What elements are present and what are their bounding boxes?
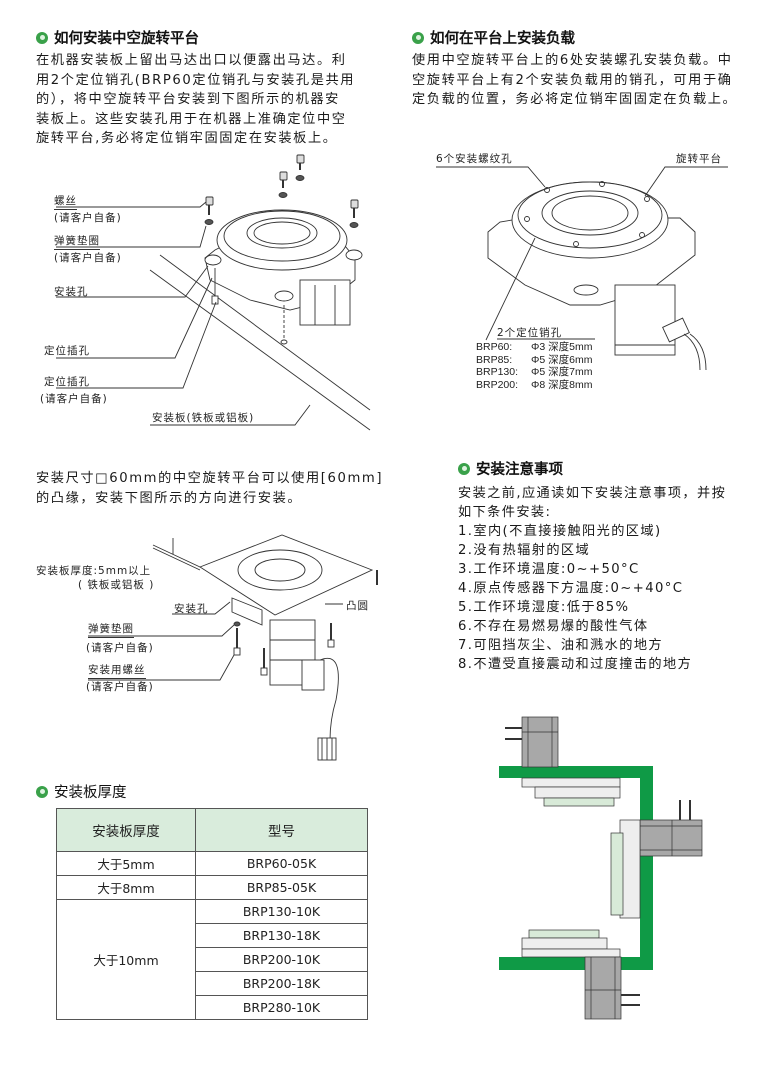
label-mounting-hole: 安装孔: [54, 286, 89, 298]
table-header-row: 安装板厚度 型号: [56, 808, 368, 852]
label-spring-washer-note: (请客户自备): [86, 642, 154, 654]
paragraph-line: 空旋转平台上有2个安装负载用的销孔，可用于确: [412, 72, 733, 88]
pin-spec-model: BRP60:: [476, 341, 513, 353]
label-spring-washer: 弹簧垫圈: [54, 233, 100, 250]
paragraph-line: 装板上。这些安装孔用于在机器上准确定位中空: [36, 111, 347, 127]
label-spring-washer-note: (请客户自备): [54, 252, 122, 264]
section-bullet-icon: [412, 31, 424, 44]
pin-spec-row: BRP130: Φ5 深度7mm: [476, 366, 592, 379]
flange-install-paragraph: 安装尺寸□60mm的中空旋转平台可以使用[60mm] 的凸缘，安装下图所示的方向…: [36, 469, 396, 508]
paragraph-line: 的凸缘，安装下图所示的方向进行安装。: [36, 490, 303, 506]
cell-model: BRP130-10K: [195, 899, 368, 924]
label-mounting-plate: 安装板(铁板或铝板): [152, 412, 255, 424]
pin-spec-model: BRP130:: [476, 366, 519, 378]
pin-spec-value: Φ5 深度7mm: [531, 366, 593, 378]
label-locating-pin-note: (请客户自备): [40, 393, 108, 405]
label-plate-thickness: 安装板厚度:5mm以上: [36, 565, 152, 577]
precautions-intro: 如下条件安装:: [458, 505, 552, 520]
label-threaded-holes: 6个安装螺纹孔: [436, 153, 513, 165]
precaution-item: 2.没有热辐射的区域: [458, 543, 591, 558]
precaution-item: 7.可阻挡灰尘、油和溅水的地方: [458, 638, 664, 653]
table-row: BRP130-18K: [57, 923, 368, 948]
table-row: 大于10mm BRP130-10K: [56, 899, 368, 1020]
precaution-item: 3.工作环境温度:0~+50°C: [458, 562, 640, 577]
cell-thickness: 大于10mm: [56, 899, 196, 1020]
precaution-item: 6.不存在易燃易爆的酸性气体: [458, 619, 649, 634]
label-pin-holes: 2个定位销孔: [497, 327, 563, 339]
section-title-text: 安装板厚度: [54, 785, 127, 801]
precaution-item: 5.工作环境湿度:低于85%: [458, 600, 630, 615]
pin-spec-model: BRP85:: [476, 353, 513, 366]
pin-spec-model: BRP200:: [476, 378, 519, 391]
precautions-intro: 安装之前,应通读如下安装注意事项，并按: [458, 486, 727, 501]
cell-model: BRP130-18K: [195, 923, 368, 948]
section-title-install-load: 如何在平台上安装负载: [412, 27, 575, 48]
pin-spec-row: BRP85: Φ5 深度6mm: [476, 354, 592, 367]
paragraph-line: 用2个定位销孔(BRP60定位销孔与安装孔是共用: [36, 72, 356, 88]
precautions-list: 安装之前,应通读如下安装注意事项，并按 如下条件安装: 1.室内(不直接接触阳光…: [458, 484, 778, 674]
label-rotary-table: 旋转平台: [676, 153, 722, 165]
label-locating-pin: 定位插孔: [44, 376, 90, 388]
section-title-install-platform: 如何安装中空旋转平台: [36, 27, 199, 48]
label-mounting-screw: 安装用螺丝: [88, 662, 146, 679]
precaution-item: 4.原点传感器下方温度:0~+40°C: [458, 581, 684, 596]
paragraph-line: 使用中空旋转平台上的6处安装螺孔安装负载。中: [412, 53, 733, 68]
table-row: 大于5mm BRP60-05K: [56, 851, 368, 876]
pin-spec-value: Φ8 深度8mm: [531, 378, 593, 391]
cell-model: BRP85-05K: [195, 875, 368, 900]
cell-thickness: 大于5mm: [56, 851, 196, 876]
paragraph-line: 的），将中空旋转平台安装到下图所示的机器安: [36, 92, 340, 107]
label-screw: 螺丝: [54, 193, 77, 210]
paragraph-line: 在机器安装板上留出马达出口以便露出马达。利: [36, 53, 347, 68]
table-row: BRP280-10K: [57, 995, 368, 1020]
section-title-text: 安装注意事项: [476, 462, 563, 478]
cell-model: BRP200-18K: [195, 971, 368, 996]
pin-spec-row: BRP200: Φ8 深度8mm: [476, 379, 592, 392]
cell-model: BRP60-05K: [195, 851, 368, 876]
pin-spec-list: BRP60: Φ3 深度5mm BRP85: Φ5 深度6mm BRP130: Φ5 …: [476, 341, 592, 391]
label-screw-note: (请客户自备): [54, 212, 122, 224]
section-bullet-icon: [458, 462, 470, 475]
cell-thickness: 大于8mm: [56, 875, 196, 900]
label-boss: 凸圆: [346, 600, 369, 612]
label-mounting-screw-note: (请客户自备): [86, 681, 154, 693]
precaution-item: 8.不遭受直接震动和过度撞击的地方: [458, 657, 693, 672]
cell-model: BRP200-10K: [195, 947, 368, 972]
section-title-plate-thickness: 安装板厚度: [36, 781, 127, 802]
paragraph-line: 安装尺寸□60mm的中空旋转平台可以使用[60mm]: [36, 471, 384, 486]
section-bullet-icon: [36, 31, 48, 44]
label-locating-hole: 定位插孔: [44, 345, 90, 357]
table-row: 大于8mm BRP85-05K: [56, 875, 368, 900]
section-bullet-icon: [36, 785, 48, 798]
label-mounting-hole: 安装孔: [174, 603, 209, 615]
paragraph-line: 定负载的位置，务必将定位销牢固固定在负载上。: [412, 92, 738, 107]
paragraph-line: 旋转平台,务必将定位销牢固固定在安装板上。: [36, 131, 338, 146]
section-title-text: 如何在平台上安装负载: [430, 31, 575, 47]
section-title-text: 如何安装中空旋转平台: [54, 31, 199, 47]
label-plate-material: ( 铁板或铝板 ): [78, 579, 155, 591]
header-model: 型号: [195, 808, 368, 852]
precaution-item: 1.室内(不直接接触阳光的区域): [458, 524, 662, 539]
cell-model: BRP280-10K: [195, 995, 368, 1020]
plate-thickness-table: 安装板厚度 型号 大于5mm BRP60-05K 大于8mm BRP85-05K…: [56, 808, 368, 1020]
header-thickness: 安装板厚度: [56, 808, 196, 852]
install-load-paragraph: 使用中空旋转平台上的6处安装螺孔安装负载。中 空旋转平台上有2个安装负载用的销孔…: [412, 51, 777, 110]
section-title-precautions: 安装注意事项: [458, 458, 563, 479]
install-platform-paragraph: 在机器安装板上留出马达出口以便露出马达。利 用2个定位销孔(BRP60定位销孔与…: [36, 51, 386, 149]
pin-spec-value: Φ3 深度5mm: [531, 341, 593, 353]
pin-spec-value: Φ5 深度6mm: [531, 353, 593, 366]
table-row: BRP200-10K: [57, 947, 368, 972]
label-spring-washer: 弹簧垫圈: [88, 621, 134, 638]
pin-spec-row: BRP60: Φ3 深度5mm: [476, 341, 592, 354]
